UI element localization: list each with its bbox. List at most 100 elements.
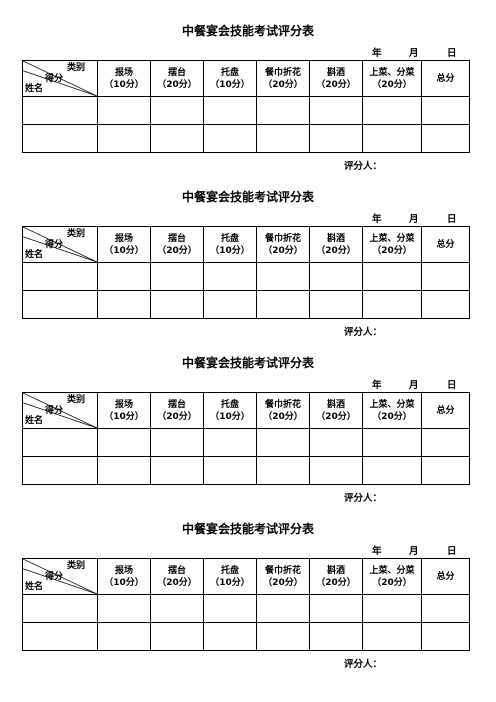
score-cell[interactable] [97,622,151,651]
col-header-name: 上菜、分菜 [369,67,415,78]
score-cell[interactable] [256,456,310,485]
col-header-3: 托盘（10分） [203,558,257,595]
score-cell[interactable] [362,262,422,291]
score-cell[interactable] [362,290,422,319]
col-header-points: （20分） [157,79,197,90]
score-cell[interactable] [97,428,151,457]
score-cell[interactable] [150,456,204,485]
score-cell[interactable] [256,290,310,319]
col-header-name: 餐巾折花 [264,399,301,410]
score-cell[interactable] [97,96,151,125]
score-cell[interactable] [362,96,422,125]
total-cell[interactable] [421,124,470,153]
score-cell[interactable] [97,124,151,153]
name-cell[interactable] [22,456,98,485]
score-cell[interactable] [362,428,422,457]
total-cell[interactable] [421,456,470,485]
col-header-points: （10分） [104,245,144,256]
score-table: 类别 得分 姓名 报场（10分） 摆台（20分） 托盘（10分） 餐巾折花（20… [22,60,470,153]
col-header-2: 摆台（20分） [150,392,204,429]
score-cell[interactable] [203,456,257,485]
name-cell[interactable] [22,428,98,457]
score-cell[interactable] [362,456,422,485]
score-cell[interactable] [150,594,204,623]
score-cell[interactable] [150,622,204,651]
score-cell[interactable] [256,96,310,125]
score-cell[interactable] [97,594,151,623]
score-cell[interactable] [97,262,151,291]
total-label: 总分 [436,571,455,582]
total-cell[interactable] [421,262,470,291]
name-cell[interactable] [22,622,98,651]
score-cell[interactable] [150,262,204,291]
score-cell[interactable] [203,622,257,651]
score-cell[interactable] [203,594,257,623]
total-cell[interactable] [421,622,470,651]
total-cell[interactable] [421,96,470,125]
score-cell[interactable] [309,262,363,291]
score-cell[interactable] [309,96,363,125]
name-cell[interactable] [22,594,98,623]
score-cell[interactable] [203,124,257,153]
score-cell[interactable] [256,124,310,153]
total-cell[interactable] [421,290,470,319]
header-row: 类别 得分 姓名 报场（10分） 摆台（20分） 托盘（10分） 餐巾折花（20… [22,392,470,429]
score-cell[interactable] [309,124,363,153]
score-cell[interactable] [150,124,204,153]
date-year-label: 年 [372,546,382,557]
score-cell[interactable] [150,290,204,319]
score-cell[interactable] [309,428,363,457]
col-header-name: 报场 [114,399,133,410]
score-cell[interactable] [150,428,204,457]
score-cell[interactable] [309,594,363,623]
col-header-points: （20分） [316,245,356,256]
score-cell[interactable] [256,622,310,651]
score-cell[interactable] [97,290,151,319]
col-header-name: 斟酒 [326,565,345,576]
header-row: 类别 得分 姓名 报场（10分） 摆台（20分） 托盘（10分） 餐巾折花（20… [22,226,470,263]
score-cell[interactable] [256,428,310,457]
entry-row [22,594,470,623]
name-cell[interactable] [22,290,98,319]
date-line: 年 月 日 [372,546,462,558]
score-cell[interactable] [362,124,422,153]
col-header-1: 报场（10分） [97,226,151,263]
score-cell[interactable] [150,96,204,125]
total-label: 总分 [436,239,455,250]
corner-score-label: 得分 [45,240,64,250]
col-header-points: （20分） [372,577,412,588]
col-header-total: 总分 [421,558,470,595]
date-day-label: 日 [447,546,457,557]
total-cell[interactable] [421,428,470,457]
total-label: 总分 [436,405,455,416]
corner-header-cell: 类别 得分 姓名 [22,392,98,429]
name-cell[interactable] [22,262,98,291]
score-cell[interactable] [256,262,310,291]
date-month-label: 月 [409,214,419,225]
col-header-total: 总分 [421,226,470,263]
name-cell[interactable] [22,96,98,125]
date-month-label: 月 [409,546,419,557]
score-cell[interactable] [362,594,422,623]
score-cell[interactable] [203,96,257,125]
score-cell[interactable] [309,622,363,651]
diagonal-lines [23,61,97,96]
col-header-points: （20分） [263,411,303,422]
score-cell[interactable] [362,622,422,651]
score-cell[interactable] [309,456,363,485]
total-cell[interactable] [421,594,470,623]
score-cell[interactable] [203,262,257,291]
name-cell[interactable] [22,124,98,153]
col-header-2: 摆台（20分） [150,60,204,97]
col-header-6: 上菜、分菜（20分） [362,226,422,263]
score-form: 中餐宴会技能考试评分表 年 月 日 类别 得分 姓名 [0,522,496,688]
col-header-1: 报场（10分） [97,558,151,595]
score-cell[interactable] [203,428,257,457]
score-cell[interactable] [256,594,310,623]
score-cell[interactable] [203,290,257,319]
col-header-name: 摆台 [167,67,186,78]
form-title: 中餐宴会技能考试评分表 [181,522,314,536]
score-cell[interactable] [97,456,151,485]
score-cell[interactable] [309,290,363,319]
col-header-points: （10分） [104,577,144,588]
